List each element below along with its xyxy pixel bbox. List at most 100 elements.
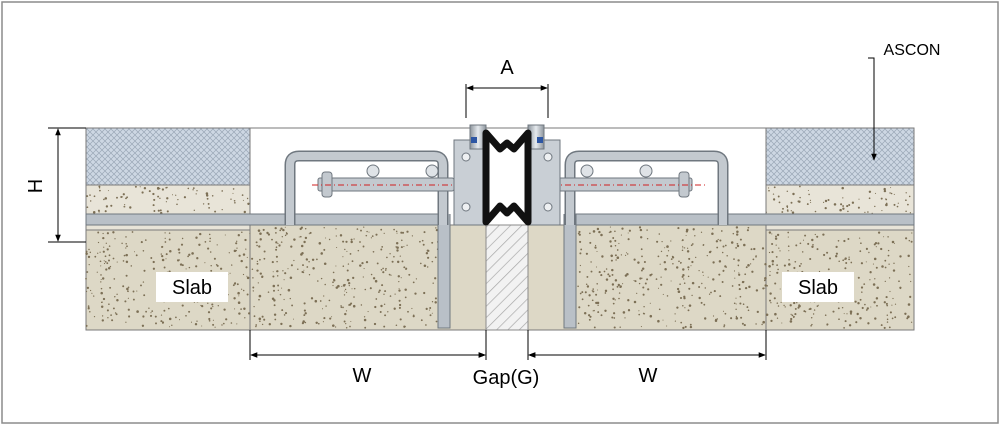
speckle bbox=[675, 266, 679, 269]
speckle bbox=[578, 270, 581, 273]
speckle bbox=[329, 317, 332, 320]
speckle bbox=[587, 304, 590, 307]
speckle bbox=[251, 257, 254, 260]
speckle bbox=[721, 251, 724, 254]
speckle bbox=[735, 317, 739, 320]
speckle bbox=[300, 253, 303, 256]
speckle bbox=[259, 320, 261, 322]
speckle bbox=[289, 276, 293, 279]
speckle bbox=[837, 239, 840, 242]
speckle bbox=[125, 197, 127, 200]
speckle bbox=[166, 210, 169, 213]
speckle bbox=[431, 301, 434, 303]
speckle bbox=[840, 203, 843, 206]
speckle bbox=[801, 251, 804, 253]
speckle bbox=[422, 243, 425, 246]
speckle bbox=[622, 311, 626, 314]
speckle bbox=[745, 266, 748, 269]
speckle bbox=[283, 314, 286, 316]
speckle bbox=[642, 312, 645, 315]
speckle bbox=[391, 260, 394, 263]
speckle bbox=[614, 239, 617, 242]
speckle bbox=[761, 323, 763, 326]
speckle bbox=[178, 259, 181, 261]
speckle bbox=[116, 261, 118, 263]
speckle bbox=[435, 320, 438, 323]
speckle bbox=[403, 266, 406, 269]
speckle bbox=[242, 253, 246, 256]
speckle bbox=[122, 193, 125, 196]
speckle bbox=[715, 318, 717, 321]
speckle bbox=[598, 230, 601, 234]
speckle bbox=[748, 285, 751, 289]
anchor-loop-left bbox=[284, 150, 460, 225]
speckle bbox=[107, 317, 109, 319]
speckle bbox=[809, 257, 812, 261]
speckle bbox=[364, 326, 367, 329]
speckle bbox=[880, 197, 883, 200]
speckle bbox=[407, 310, 409, 313]
speckle bbox=[643, 305, 645, 308]
speckle bbox=[752, 258, 755, 261]
speckle bbox=[150, 257, 153, 259]
speckle bbox=[636, 292, 638, 294]
speckle bbox=[687, 266, 690, 269]
speckle bbox=[263, 318, 266, 321]
speckle bbox=[638, 226, 642, 229]
speckle bbox=[751, 270, 754, 273]
speckle bbox=[252, 277, 254, 279]
speckle bbox=[236, 283, 239, 286]
rebar-dot-left-1 bbox=[366, 164, 380, 178]
speckle bbox=[97, 252, 99, 254]
speckle bbox=[907, 315, 910, 318]
speckle bbox=[612, 237, 615, 239]
speckle bbox=[787, 231, 790, 234]
speckle bbox=[229, 272, 231, 274]
speckle bbox=[773, 186, 776, 189]
speckle bbox=[579, 292, 582, 295]
speckle bbox=[849, 310, 853, 313]
speckle bbox=[642, 293, 645, 296]
speckle bbox=[883, 301, 886, 304]
speckle bbox=[733, 270, 736, 272]
speckle bbox=[126, 196, 129, 199]
speckle bbox=[865, 261, 867, 263]
speckle bbox=[639, 228, 643, 232]
speckle bbox=[259, 238, 262, 241]
speckle bbox=[881, 265, 884, 268]
speckle bbox=[607, 273, 610, 276]
speckle bbox=[393, 255, 395, 258]
speckle bbox=[221, 324, 223, 326]
speckle bbox=[360, 229, 362, 232]
speckle bbox=[848, 324, 852, 327]
speckle bbox=[670, 280, 672, 282]
speckle bbox=[235, 242, 238, 245]
speckle bbox=[774, 282, 777, 285]
speckle bbox=[886, 304, 889, 307]
speckle bbox=[176, 259, 180, 262]
speckle bbox=[883, 187, 886, 191]
speckle bbox=[778, 247, 780, 249]
speckle bbox=[120, 195, 123, 199]
speckle bbox=[646, 237, 649, 240]
speckle bbox=[134, 185, 137, 188]
speckle bbox=[236, 247, 238, 249]
speckle bbox=[899, 288, 901, 290]
speckle bbox=[191, 252, 194, 255]
speckle bbox=[776, 271, 779, 274]
speckle bbox=[124, 300, 127, 303]
speckle bbox=[97, 231, 100, 234]
speckle bbox=[898, 280, 900, 283]
speckle bbox=[597, 311, 600, 314]
speckle bbox=[160, 314, 163, 316]
speckle bbox=[577, 285, 579, 288]
speckle bbox=[909, 212, 912, 214]
speckle bbox=[140, 241, 143, 244]
speckle bbox=[768, 251, 771, 254]
speckle bbox=[257, 282, 259, 284]
speckle bbox=[876, 304, 878, 307]
speckle bbox=[875, 297, 879, 300]
speckle bbox=[112, 231, 115, 234]
speckle bbox=[100, 291, 103, 295]
